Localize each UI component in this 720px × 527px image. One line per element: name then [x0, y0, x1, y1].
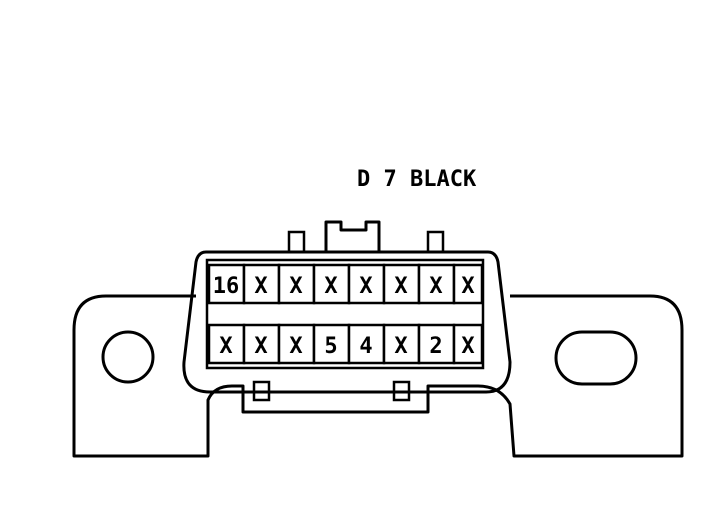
left-key	[287, 230, 306, 254]
pin-label: X	[219, 334, 232, 359]
pin-row-top: 16 X X X X X X X	[207, 263, 484, 305]
connector-label: D 7 BLACK	[357, 167, 477, 192]
pin-label: X	[359, 274, 372, 299]
pin-label: 5	[324, 334, 337, 359]
bottom-stub-right	[392, 380, 411, 402]
connector-flange	[72, 294, 684, 458]
pin-label: 16	[213, 274, 240, 299]
latch-tab	[324, 220, 381, 252]
pin-cell	[277, 263, 316, 305]
pin-label: X	[254, 274, 267, 299]
pin-label: X	[254, 334, 267, 359]
right-key	[426, 230, 445, 254]
pin-label: X	[461, 274, 474, 299]
mounting-slot-right	[554, 330, 638, 386]
pin-row-bottom: X X X 5 4 X 2 X	[207, 323, 484, 365]
pin-label: X	[394, 274, 407, 299]
mounting-hole-left	[101, 330, 155, 384]
pin-label: 4	[359, 334, 372, 359]
pin-label: X	[289, 334, 302, 359]
pin-label: X	[394, 334, 407, 359]
pin-label: X	[324, 274, 337, 299]
pin-cell	[417, 263, 456, 305]
pin-label: 2	[429, 334, 442, 359]
pin-cell	[347, 263, 386, 305]
pin-cell	[452, 323, 484, 365]
pin-frame	[205, 258, 485, 370]
pin-cell	[452, 263, 484, 305]
bottom-stub-left	[252, 380, 271, 402]
pin-label: X	[289, 274, 302, 299]
pin-label: X	[461, 334, 474, 359]
connector-housing	[182, 250, 512, 394]
pin-label: X	[429, 274, 442, 299]
